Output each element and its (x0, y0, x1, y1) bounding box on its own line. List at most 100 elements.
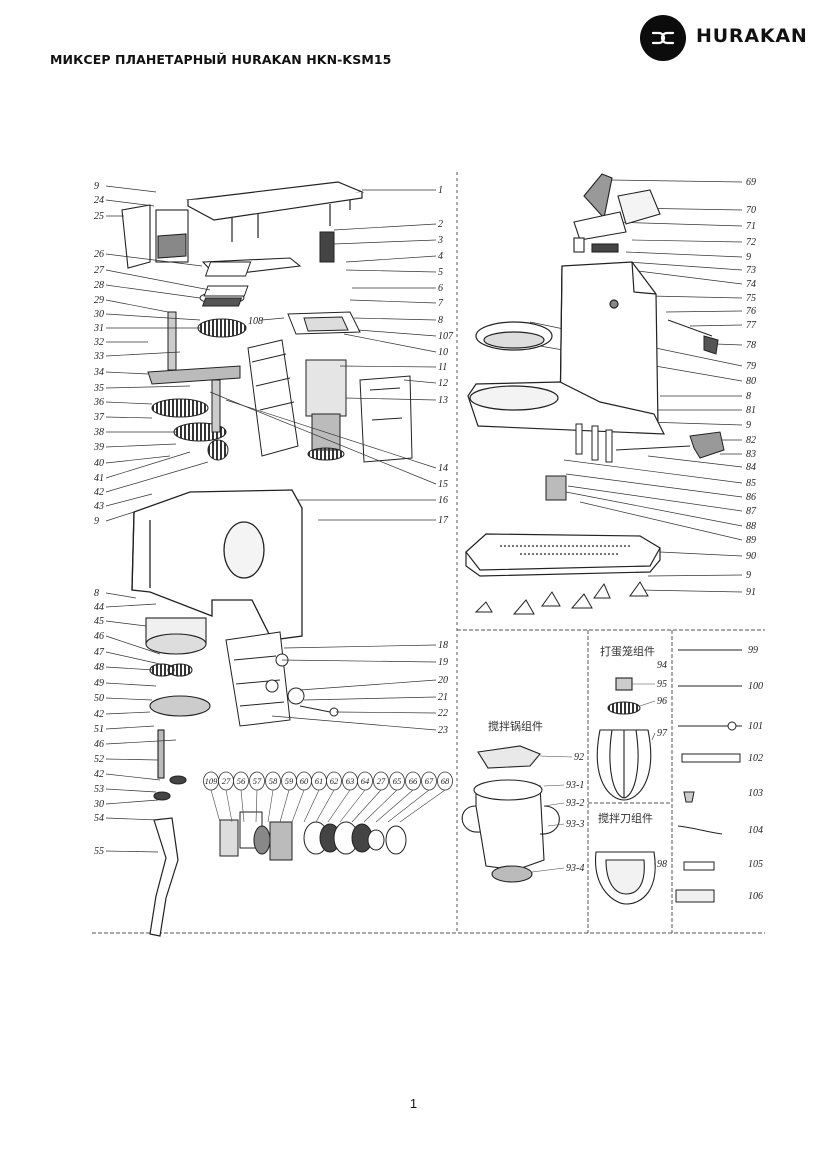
callout-number: 27 (377, 776, 386, 786)
callout-leader (327, 789, 351, 823)
callout-number: 102 (748, 753, 763, 764)
callout-number: 21 (438, 692, 448, 703)
callout-number: 43 (94, 501, 104, 512)
callout-number: 1 (438, 185, 443, 196)
callout-leader (543, 802, 565, 807)
callout-number: 54 (94, 813, 104, 824)
suction-feet (474, 581, 649, 615)
callout-leader (240, 789, 245, 823)
callout-number: 51 (94, 724, 104, 735)
callout-number: 13 (438, 395, 448, 406)
callout-number: 100 (748, 681, 763, 692)
callout-number: 27 (94, 265, 105, 276)
lift-mechanism (225, 631, 339, 727)
callout-leader (291, 789, 305, 823)
callout-number: 38 (93, 427, 104, 438)
callout-number: 105 (748, 859, 763, 870)
callout-number: 104 (748, 825, 763, 836)
callout-number: 20 (438, 675, 448, 686)
callout-number: 36 (93, 397, 104, 408)
callout-number: 76 (746, 306, 756, 317)
callout-number: 19 (438, 657, 448, 668)
base-plate (467, 321, 665, 435)
callout-number: 52 (94, 754, 104, 765)
callout-number: 95 (657, 679, 667, 690)
callout-number: 37 (93, 412, 105, 423)
callout-number: 68 (441, 776, 450, 786)
callout-leader (339, 789, 366, 823)
callout-number: 42 (94, 487, 104, 498)
callout-number: 49 (94, 678, 104, 689)
callout-number: 9 (94, 516, 99, 527)
callout-number: 89 (746, 535, 756, 546)
callout-leader (315, 789, 335, 823)
callout-leader (639, 700, 656, 707)
callout-number: 96 (657, 696, 667, 707)
callout-number: 22 (438, 708, 448, 719)
callout-number: 72 (746, 237, 756, 248)
callout-number: 74 (746, 279, 756, 290)
callout-number: 33 (93, 351, 104, 362)
power-cord-and-switch (545, 319, 725, 501)
head-top-cover (186, 181, 365, 242)
callout-number: 55 (94, 846, 104, 857)
callout-number: 14 (438, 463, 448, 474)
callout-number: 63 (346, 776, 355, 786)
callout-number: 106 (748, 891, 763, 902)
callout-number: 42 (94, 769, 104, 780)
callout-number: 103 (748, 788, 763, 799)
callout-number: 56 (237, 776, 246, 786)
callout-number: 84 (746, 462, 756, 473)
callout-leader (651, 732, 656, 741)
callout-number: 44 (94, 602, 104, 613)
callout-number: 9 (746, 252, 751, 263)
callout-leader (279, 789, 290, 823)
callout-number: 64 (361, 776, 370, 786)
callout-number: 17 (438, 515, 449, 526)
callout-number: 93-4 (566, 863, 584, 874)
page-number: 1 (409, 1096, 418, 1111)
callout-number: 62 (330, 776, 339, 786)
callout-number: 82 (746, 435, 756, 446)
lift-lever (121, 204, 302, 277)
callout-number: 8 (94, 588, 99, 599)
callout-number: 85 (746, 478, 756, 489)
callout-number: 16 (438, 495, 448, 506)
callout-leader (375, 789, 414, 823)
callout-number: 35 (93, 383, 104, 394)
callout-number: 53 (94, 784, 104, 795)
callout-number: 83 (746, 449, 756, 460)
callout-number: 30 (93, 799, 104, 810)
callout-number: 107 (438, 331, 454, 342)
callout-number: 48 (94, 662, 104, 673)
callout-leader (225, 789, 233, 823)
callout-leader (267, 789, 274, 823)
callout-number: 39 (93, 442, 104, 453)
bowl-assembly-drawing (461, 745, 560, 883)
callout-number: 61 (315, 776, 324, 786)
callout-number: 79 (746, 361, 756, 372)
callout-number: 26 (94, 249, 104, 260)
callout-number: 69 (746, 177, 756, 188)
callout-number: 4 (438, 251, 443, 262)
bowl-assembly-title: 搅拌锅组件 (488, 719, 543, 733)
document-title: МИКСЕР ПЛАНЕТАРНЫЙ HURAKAN HKN-KSM15 (50, 52, 392, 67)
callout-number: 32 (93, 337, 104, 348)
callout-number: 28 (94, 280, 104, 291)
callout-number: 9 (746, 420, 751, 431)
callout-number: 81 (746, 405, 756, 416)
callout-leader (363, 789, 398, 823)
callout-number: 91 (746, 587, 756, 598)
callout-number: 88 (746, 521, 756, 532)
callout-number: 24 (94, 195, 104, 206)
callout-leader (539, 755, 573, 758)
callout-number: 67 (425, 776, 434, 786)
callout-number: 93-3 (566, 819, 584, 830)
callout-number: 98 (657, 859, 667, 870)
callout-number: 71 (746, 221, 756, 232)
beater-assembly-title: 搅拌刀组件 (598, 811, 653, 825)
callout-leader (210, 789, 221, 823)
callout-number: 94 (657, 660, 667, 671)
callout-number: 99 (748, 645, 758, 656)
